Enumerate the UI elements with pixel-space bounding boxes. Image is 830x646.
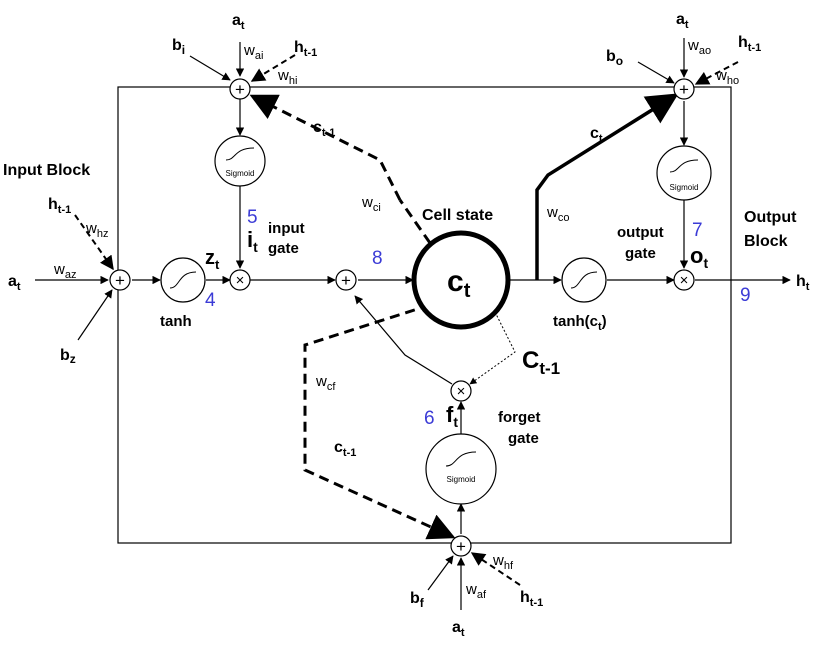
wco-label: wco [546, 204, 569, 224]
f-t-label: ft [446, 402, 458, 430]
wcf-label: wcf [315, 373, 336, 393]
output-block-label-2: Block [744, 233, 788, 250]
bf-to-bottom-plus [427, 555, 454, 591]
output-gate-plus-node: + [673, 78, 695, 100]
output-gate-at-label: at [676, 11, 689, 31]
output-times-node: × [673, 269, 695, 291]
bo-to-output-plus [637, 61, 675, 84]
ct-to-output-plus [535, 93, 679, 280]
output-gate-label-1: output [617, 224, 664, 241]
forget-gate-plus-node: + [450, 535, 472, 557]
waf-label: waf [465, 581, 487, 601]
output-block-label-1: Output [744, 209, 797, 226]
svg-text:×: × [680, 272, 689, 289]
input-block-label: Input Block [3, 162, 90, 179]
sigmoid-input-label: Sigmoid [226, 169, 255, 178]
step-9-label: 9 [740, 285, 751, 306]
ct-1-forget-label: ct-1 [334, 439, 356, 459]
svg-text:+: + [679, 80, 689, 99]
wai-label: wai [243, 42, 263, 62]
step-5-label: 5 [247, 207, 258, 228]
wao-label: wao [687, 37, 711, 57]
svg-text:+: + [235, 80, 245, 99]
input-ht-label: ht-1 [48, 196, 71, 216]
bo-label: bo [606, 48, 623, 68]
output-ht-label: ht [796, 273, 810, 293]
cell-state-node [411, 230, 511, 330]
tanh-ct-node [561, 257, 607, 303]
forget-gate-label-1: forget [498, 409, 541, 426]
tanh-z-node [160, 257, 206, 303]
bz-label: bz [60, 347, 76, 366]
bi-to-input-plus [189, 55, 231, 81]
input-gate-at-label: at [232, 12, 245, 32]
ht-to-input-plus [74, 214, 114, 271]
peephole-ci-path [249, 94, 402, 201]
input-plus-node: + [109, 269, 131, 291]
whi-label: whi [277, 67, 297, 87]
forget-gate-label-2: gate [508, 430, 539, 447]
step-7-label: 7 [692, 220, 703, 241]
forget-times-to-plus [354, 295, 453, 385]
input-gate-plus-node: + [229, 78, 251, 100]
o-t-label: ot [690, 243, 708, 271]
big-ct-1-label: Ct-1 [522, 347, 560, 378]
whz-label: whz [85, 220, 108, 240]
tanh-ct-label: tanh(ct) [553, 313, 607, 333]
step-8-label: 8 [372, 248, 383, 269]
cell-to-forget-times-dotted [469, 311, 516, 385]
sigmoid-forget-label: Sigmoid [447, 475, 476, 484]
waz-label: waz [53, 261, 76, 281]
sigmoid-output-label: Sigmoid [670, 183, 699, 192]
forget-times-node: × [450, 380, 472, 402]
peephole-cf-path [303, 303, 456, 540]
i-t-label: it [247, 227, 258, 255]
who-label: who [715, 67, 739, 87]
output-gate-label-2: gate [625, 245, 656, 262]
input-times-node: × [229, 269, 251, 291]
svg-text:+: + [115, 271, 125, 290]
ct-output-label: ct [590, 125, 603, 145]
svg-text:×: × [236, 272, 245, 289]
cell-state-symbol: ct [447, 265, 471, 302]
input-at-label: at [8, 273, 21, 293]
input-gate-label-1: input [268, 220, 305, 237]
ht-to-output-plus [694, 61, 739, 85]
z-t-label: zt [205, 247, 220, 272]
svg-text:+: + [456, 537, 466, 556]
sigmoid-forget-node: Sigmoid [425, 433, 497, 505]
sigmoid-input-node: Sigmoid [214, 135, 266, 187]
whf-label: whf [492, 552, 514, 572]
wci-label: wci [361, 194, 381, 214]
forget-gate-ht-label: ht-1 [520, 589, 543, 609]
bf-label: bf [410, 590, 425, 610]
sigmoid-output-node: Sigmoid [656, 145, 712, 201]
bi-label: bi [172, 37, 185, 57]
bz-to-input-plus [77, 289, 113, 341]
ct-1-input-label: ct-1 [313, 119, 335, 139]
svg-text:+: + [341, 271, 351, 290]
ht-to-input-plus-top [250, 54, 296, 82]
cell-plus-node: + [335, 269, 357, 291]
step-6-label: 6 [424, 408, 435, 429]
svg-text:×: × [457, 383, 466, 400]
cell-state-label: Cell state [422, 207, 493, 224]
block-outline [117, 86, 732, 544]
cell-to-input-plus-peephole [398, 199, 432, 244]
tanh-label: tanh [160, 313, 192, 330]
input-gate-label-2: gate [268, 240, 299, 257]
forget-gate-at-label: at [452, 619, 465, 639]
step-4-label: 4 [205, 290, 216, 311]
output-gate-ht-label: ht-1 [738, 34, 761, 54]
input-gate-ht-label: ht-1 [294, 39, 317, 59]
